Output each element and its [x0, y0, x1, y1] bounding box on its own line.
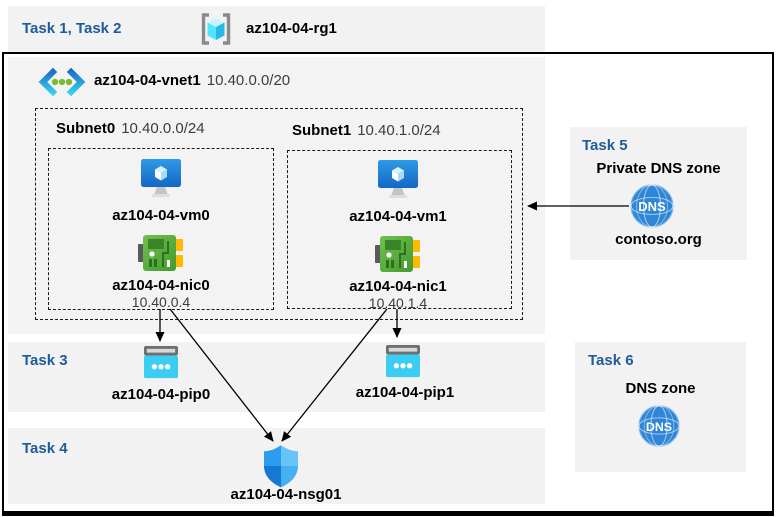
task6-label: Task 6	[588, 352, 634, 369]
nic1-icon	[375, 234, 421, 274]
nic0-name: az104-04-nic0	[112, 277, 210, 294]
nic1-ip: 10.40.1.4	[368, 295, 428, 311]
subnet0-cidr: 10.40.0.0/24	[121, 120, 205, 137]
subnet1-cidr: 10.40.1.0/24	[357, 122, 441, 139]
pip1-icon	[384, 345, 422, 379]
dns-zone-icon: DNS	[638, 405, 680, 447]
virtual-network-icon	[36, 65, 88, 99]
private-dns-zone-icon: DNS	[630, 184, 674, 228]
pip0-icon	[142, 346, 180, 380]
resource-group-name: az104-04-rg1	[246, 20, 337, 37]
task4-label: Task 4	[22, 440, 68, 457]
nic0-ip: 10.40.0.4	[131, 294, 191, 310]
vm1-icon	[376, 158, 420, 200]
subnets-group-box	[35, 108, 523, 320]
task4-band: Task 4 az104-04-nsg01	[8, 428, 545, 504]
pip0-name: az104-04-pip0	[111, 386, 211, 403]
dns-icon-text: DNS	[638, 199, 666, 214]
vnet-name: az104-04-vnet1	[94, 72, 201, 89]
vm0-name: az104-04-vm0	[112, 207, 210, 224]
nic1-name: az104-04-nic1	[349, 278, 447, 295]
subnet0-name: Subnet0	[56, 120, 116, 137]
vnet-title: az104-04-vnet1 10.40.0.0/20	[94, 72, 290, 90]
task6-panel: Task 6 DNS zone DNS	[575, 342, 746, 472]
vnet-box: az104-04-vnet1 10.40.0.0/20 Subnet0 10.40.…	[8, 57, 545, 334]
task5-panel: Task 5 Private DNS zone DNS contoso.org	[570, 127, 747, 260]
task5-label: Task 5	[582, 137, 628, 154]
dns-zone-title: DNS zone	[625, 380, 696, 397]
dns-icon-text: DNS	[646, 420, 672, 434]
private-dns-zone-name: contoso.org	[615, 231, 702, 248]
task3-label: Task 3	[22, 352, 68, 369]
subnet1-box: az104-04-vm1	[287, 150, 512, 311]
pip1-name: az104-04-pip1	[355, 384, 455, 401]
vm1-name: az104-04-vm1	[349, 208, 447, 225]
subnet1-name: Subnet1	[292, 122, 352, 139]
resource-group-icon	[198, 11, 234, 47]
task12-band: Task 1, Task 2 az104-04-rg1	[8, 6, 545, 52]
vm0-icon	[139, 157, 183, 199]
subnet0-label: Subnet0 10.40.0.0/24	[56, 120, 205, 138]
nic0-icon	[138, 233, 184, 273]
nsg-icon	[262, 444, 300, 488]
private-dns-zone-title: Private DNS zone	[596, 160, 721, 177]
subnet0-box: az104-04-vm0	[48, 148, 274, 310]
vnet-cidr: 10.40.0.0/20	[206, 72, 291, 89]
task3-band: Task 3 az104-04-pip0 az104-04-pip1	[8, 342, 545, 412]
task12-label: Task 1, Task 2	[22, 20, 122, 37]
nsg-name: az104-04-nsg01	[230, 486, 342, 503]
subnet1-label: Subnet1 10.40.1.0/24	[292, 122, 441, 140]
